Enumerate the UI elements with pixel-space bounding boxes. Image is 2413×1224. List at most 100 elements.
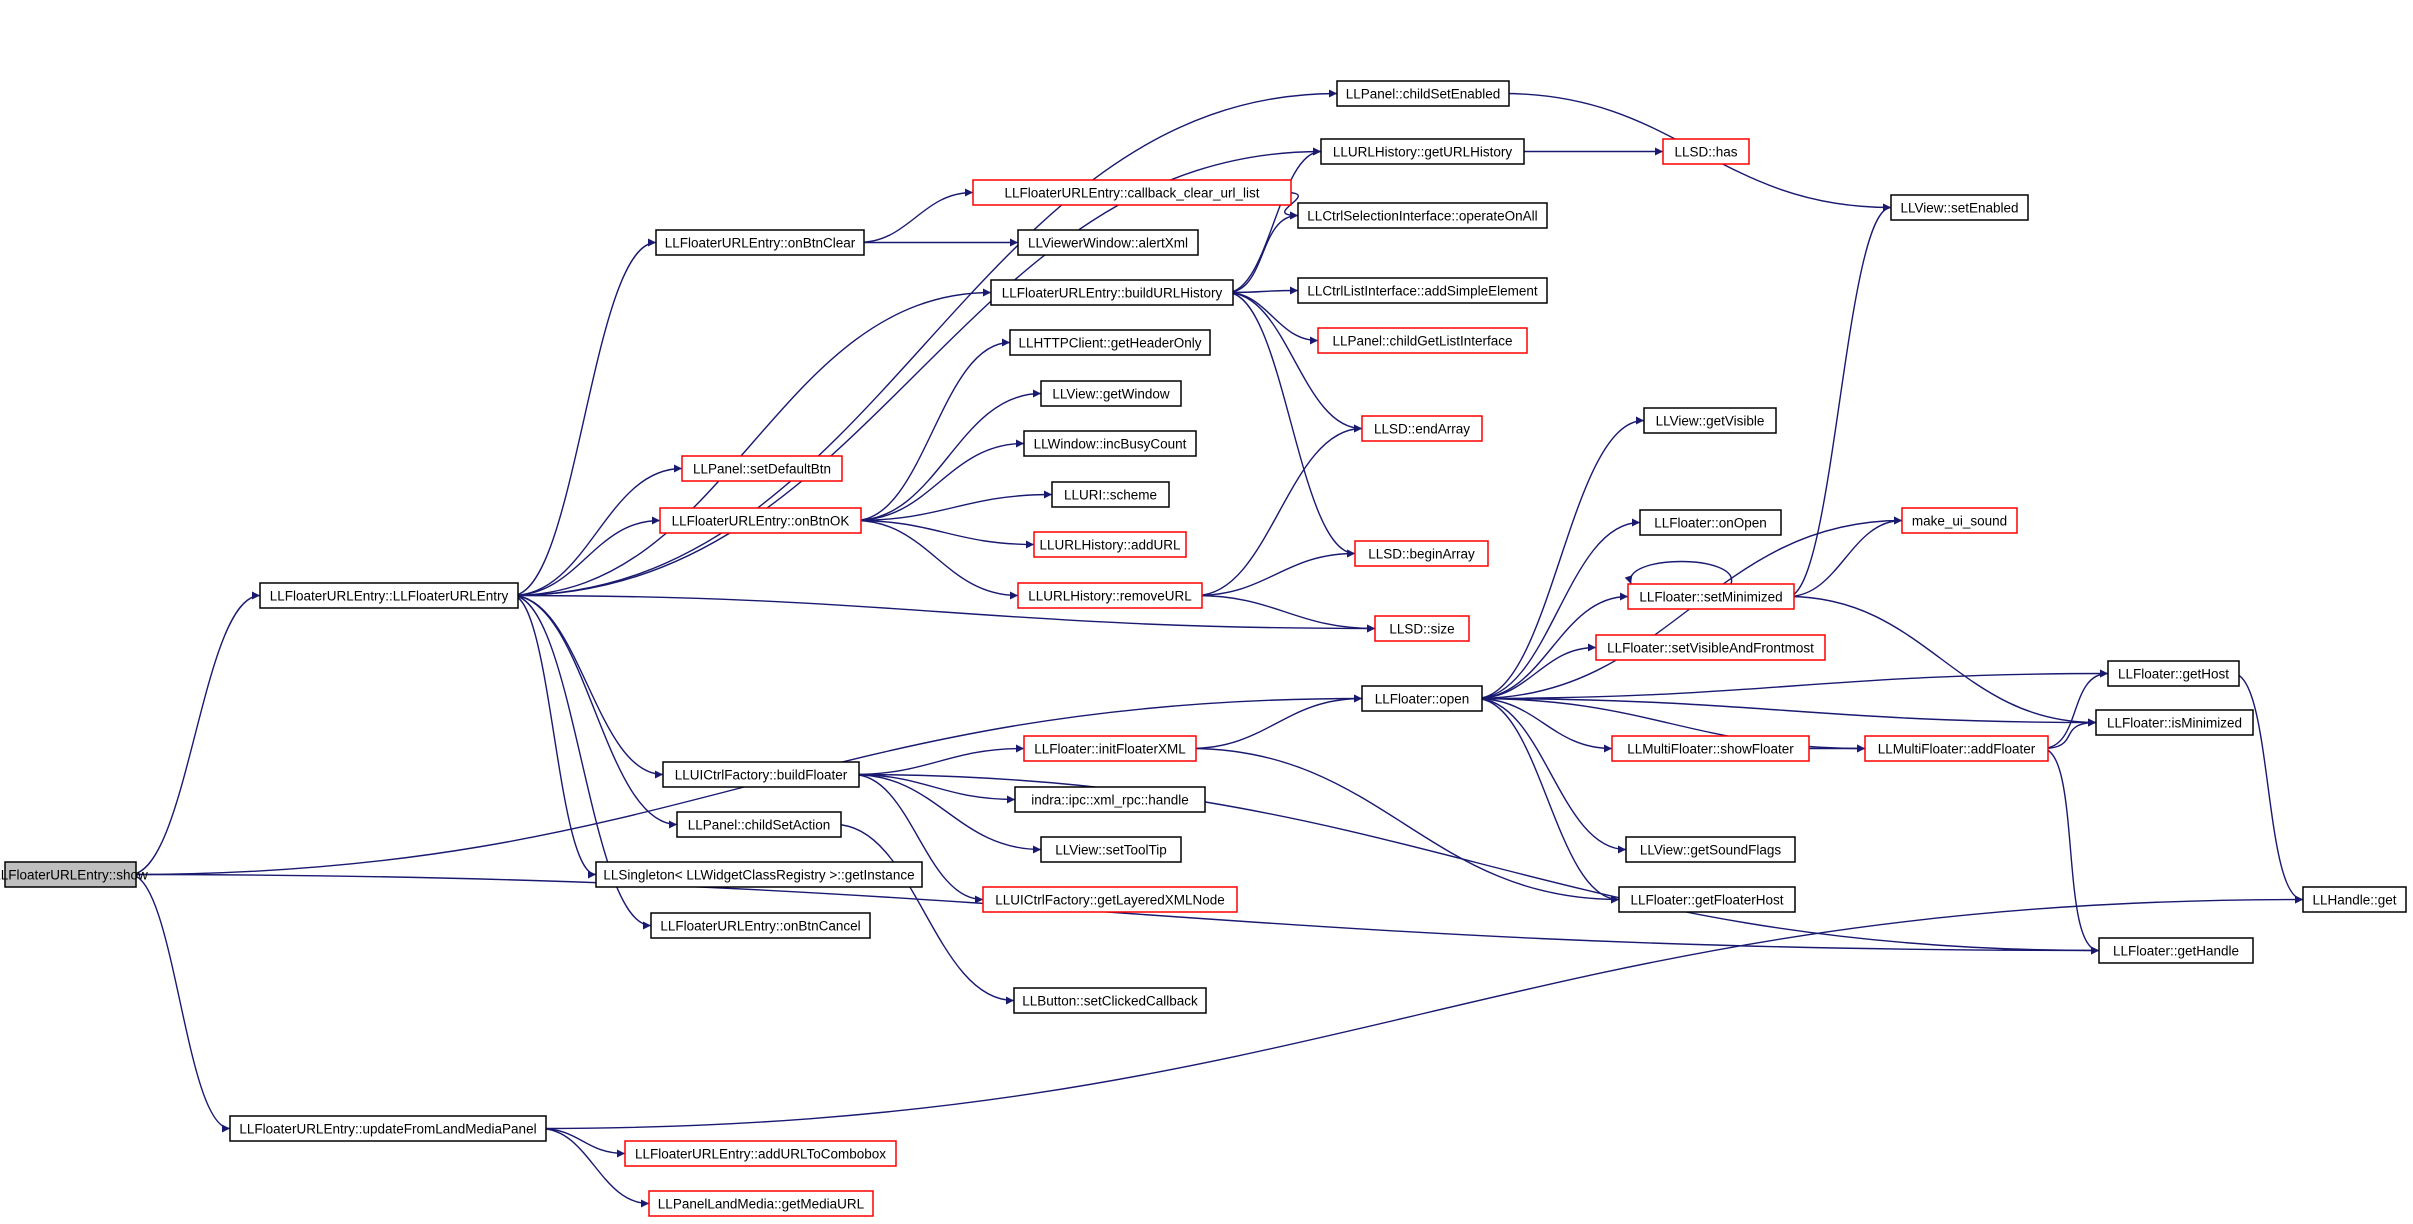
node-getWindow[interactable]: LLView::getWindow [1040, 380, 1182, 407]
node-getSoundFlags[interactable]: LLView::getSoundFlags [1625, 836, 1796, 863]
node-box [259, 582, 519, 609]
node-box [1023, 735, 1197, 762]
node-label: LLFloater::open [1375, 692, 1470, 707]
node-setVisibleAndFrontmost[interactable]: LLFloater::setVisibleAndFrontmost [1595, 634, 1826, 661]
node-getMediaURL[interactable]: LLPanelLandMedia::getMediaURL [648, 1190, 874, 1217]
node-getURLHistory[interactable]: LLURLHistory::getURLHistory [1320, 138, 1525, 165]
node-label: LLCtrlListInterface::addSimpleElement [1307, 284, 1538, 299]
node-onBtnClear[interactable]: LLFloaterURLEntry::onBtnClear [655, 229, 865, 256]
node-callbackClear[interactable]: LLFloaterURLEntry::callback_clear_url_li… [972, 179, 1292, 206]
node-label: LLFloaterURLEntry::onBtnOK [672, 514, 850, 529]
edge-open-to-setVisibleAndFrontmost [1475, 643, 1597, 700]
node-showFloater[interactable]: LLMultiFloater::showFloater [1611, 735, 1810, 762]
node-childSetAction[interactable]: LLPanel::childSetAction [676, 811, 842, 838]
node-box [982, 886, 1238, 913]
node-onBtnCancel[interactable]: LLFloaterURLEntry::onBtnCancel [650, 912, 871, 939]
node-operateOnAll[interactable]: LLCtrlSelectionInterface::operateOnAll [1297, 202, 1548, 229]
node-box [1611, 735, 1810, 762]
node-ctor[interactable]: LLFloaterURLEntry::LLFloaterURLEntry [259, 582, 519, 609]
edge-buildURLHistory-to-getURLHistory [1226, 147, 1322, 294]
node-llhandleGet[interactable]: LLHandle::get [2302, 886, 2407, 913]
node-endArray[interactable]: LLSD::endArray [1361, 415, 1483, 442]
node-onBtnOK[interactable]: LLFloaterURLEntry::onBtnOK [659, 507, 862, 534]
edge-ctor-to-getURLHistory [511, 147, 1322, 597]
node-xmlRpcHandle[interactable]: indra::ipc::xml_rpc::handle [1014, 786, 1206, 813]
node-incBusyCount[interactable]: LLWindow::incBusyCount [1023, 430, 1197, 457]
node-childSetEnabled[interactable]: LLPanel::childSetEnabled [1336, 80, 1510, 107]
node-addURL[interactable]: LLURLHistory::addURL [1033, 531, 1187, 558]
edge-buildURLHistory-to-endArray [1226, 291, 1363, 433]
node-box [1320, 138, 1525, 165]
node-isMinimized[interactable]: LLFloater::isMinimized [2095, 709, 2254, 736]
edge-open-to-setMinimized [1475, 592, 1629, 700]
node-show[interactable]: LLFloaterURLEntry::show [0, 861, 148, 888]
node-label: LLButton::setClickedCallback [1022, 994, 1198, 1009]
edge-open-to-getHost [1475, 669, 2109, 700]
node-setEnabled[interactable]: LLView::setEnabled [1890, 194, 2029, 221]
edge-open-to-showFloater [1475, 697, 1613, 753]
edge-setMinimized-to-setEnabled [1787, 203, 1892, 598]
node-addFloater[interactable]: LLMultiFloater::addFloater [1864, 735, 2049, 762]
edge-buildFloater-to-xmlRpcHandle [852, 773, 1016, 804]
node-label: LLURLHistory::getURLHistory [1333, 145, 1513, 160]
edge-removeURL-to-size [1195, 594, 1376, 633]
node-updateFromLand[interactable]: LLFloaterURLEntry::updateFromLandMediaPa… [229, 1115, 547, 1142]
node-getHandle[interactable]: LLFloater::getHandle [2098, 937, 2254, 964]
node-label: LLFloater::getFloaterHost [1630, 893, 1783, 908]
node-box [624, 1140, 897, 1167]
node-open[interactable]: LLFloater::open [1361, 685, 1483, 712]
node-setDefaultBtn[interactable]: LLPanel::setDefaultBtn [681, 455, 843, 482]
node-label: LLPanel::childSetEnabled [1346, 87, 1501, 102]
edge-updateFromLand-to-addURLToCombobox [539, 1127, 626, 1158]
edge-buildURLHistory-to-beginArray [1226, 291, 1356, 558]
edge-ctor-to-onBtnCancel [511, 594, 652, 930]
edge-updateFromLand-to-getMediaURL [539, 1127, 650, 1208]
edge-getHost-to-llhandleGet [2232, 672, 2304, 904]
node-box [990, 279, 1234, 306]
node-getLayeredXMLNode[interactable]: LLUICtrlFactory::getLayeredXMLNode [982, 886, 1238, 913]
node-scheme[interactable]: LLURI::scheme [1051, 481, 1170, 508]
edge-addFloater-to-getHost [2041, 669, 2109, 750]
node-box [1014, 786, 1206, 813]
node-getHeaderOnly[interactable]: LLHTTPClient::getHeaderOnly [1009, 329, 1211, 356]
node-setMinimized[interactable]: LLFloater::setMinimized [1627, 583, 1795, 610]
node-box [2098, 937, 2254, 964]
node-box [1639, 509, 1782, 536]
node-setToolTip[interactable]: LLView::setToolTip [1040, 836, 1182, 863]
node-box [229, 1115, 547, 1142]
edge-open-to-getVisible [1475, 416, 1645, 700]
edge-buildFloater-to-setToolTip [852, 773, 1042, 854]
node-getInstance[interactable]: LLSingleton< LLWidgetClassRegistry >::ge… [595, 861, 923, 888]
edge-setMinimized-to-isMinimized [1787, 595, 2097, 727]
edge-ctor-to-getInstance [511, 594, 597, 879]
node-label: LLFloaterURLEntry::LLFloaterURLEntry [270, 589, 509, 604]
node-box [972, 179, 1292, 206]
node-alertXml[interactable]: LLViewerWindow::alertXml [1017, 229, 1199, 256]
node-getVisible[interactable]: LLView::getVisible [1643, 407, 1777, 434]
edge-childSetAction-to-setClickedCallback [834, 823, 1015, 1005]
node-setClickedCallback[interactable]: LLButton::setClickedCallback [1013, 987, 1207, 1014]
node-box [1361, 415, 1483, 442]
node-onOpen[interactable]: LLFloater::onOpen [1639, 509, 1782, 536]
edge-buildFloater-to-getLayeredXMLNode [852, 773, 984, 904]
node-getFloaterHost[interactable]: LLFloater::getFloaterHost [1618, 886, 1796, 913]
node-label: LLPanel::setDefaultBtn [693, 462, 831, 477]
node-initFloaterXML[interactable]: LLFloater::initFloaterXML [1023, 735, 1197, 762]
node-buildURLHistory[interactable]: LLFloaterURLEntry::buildURLHistory [990, 279, 1234, 306]
node-has[interactable]: LLSD::has [1662, 138, 1750, 165]
edge-ctor-to-onBtnOK [511, 516, 661, 597]
node-size[interactable]: LLSD::size [1374, 615, 1470, 642]
node-addSimpleElement[interactable]: LLCtrlListInterface::addSimpleElement [1297, 277, 1548, 304]
node-childGetListInterface[interactable]: LLPanel::childGetListInterface [1317, 327, 1528, 354]
node-removeURL[interactable]: LLURLHistory::removeURL [1017, 582, 1203, 609]
node-addURLToCombobox[interactable]: LLFloaterURLEntry::addURLToCombobox [624, 1140, 897, 1167]
edge-removeURL-to-beginArray [1195, 549, 1356, 597]
node-buildFloater[interactable]: LLUICtrlFactory::buildFloater [662, 761, 860, 788]
node-makeUiSound[interactable]: make_ui_sound [1901, 507, 2018, 534]
node-beginArray[interactable]: LLSD::beginArray [1354, 540, 1489, 567]
node-label: LLCtrlSelectionInterface::operateOnAll [1307, 209, 1537, 224]
node-getHost[interactable]: LLFloater::getHost [2107, 660, 2240, 687]
node-box [648, 1190, 874, 1217]
node-label: LLFloater::getHandle [2113, 944, 2239, 959]
